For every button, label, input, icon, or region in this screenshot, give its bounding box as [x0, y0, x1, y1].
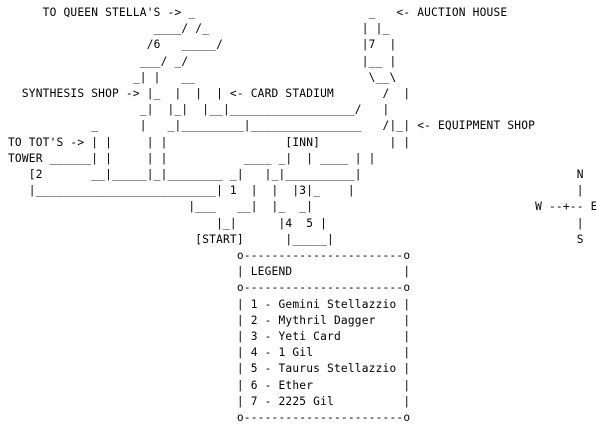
map-line: TO QUEEN STELLA'S -> _ _ <- AUCTION HOUS… — [8, 6, 508, 19]
map-line: |___ __| |_ _| W --+-- E — [8, 200, 596, 214]
map-line: o-----------------------o — [8, 249, 411, 263]
map-line: TO TOT'S -> | | | | [INN] | | — [8, 135, 411, 149]
map-line: | 4 - 1 Gil | — [8, 346, 411, 360]
map-line: |__________________________| 1 | | |3|_ … — [8, 184, 584, 198]
ascii-map: TO QUEEN STELLA'S -> _ _ <- AUCTION HOUS… — [8, 5, 596, 426]
map-line: | 7 - 2225 Gil | — [8, 394, 411, 408]
map-line: ___/ _/ |__ | — [8, 54, 397, 68]
map-line: | 2 - Mythril Dagger | — [8, 313, 411, 327]
map-line: [START] |_____| S — [8, 232, 584, 246]
map-line: o-----------------------o — [8, 281, 411, 295]
map-line: | 6 - Ether | — [8, 378, 411, 392]
map-line: ____/ /_ | |_ — [8, 22, 390, 36]
map-line: | LEGEND | — [8, 265, 411, 279]
map-line: TOWER ______| | | | ____ _| | ____ | | — [8, 151, 376, 165]
map-line: | 1 - Gemini Stellazzio | — [8, 297, 411, 311]
map-line: |_| |4 5 | | — [8, 216, 584, 230]
map-line: o-----------------------o — [8, 411, 411, 425]
map-line: [2 __|_____|_|________ _| |_|__________|… — [8, 168, 584, 182]
map-line: _| | __ \__\ — [8, 70, 397, 84]
map-line: _| |_| |__|__________________/ | — [8, 103, 390, 117]
map-line: | 5 - Taurus Stellazzio | — [8, 362, 411, 376]
map-line: SYNTHESIS SHOP -> |_ | | | <- CARD STADI… — [8, 87, 411, 101]
map-line: _ | _|_________|________________ /|_| <-… — [8, 119, 536, 133]
map-line: /6 _____/ |7 | — [8, 38, 397, 52]
map-line: | 3 - Yeti Card | — [8, 330, 411, 344]
